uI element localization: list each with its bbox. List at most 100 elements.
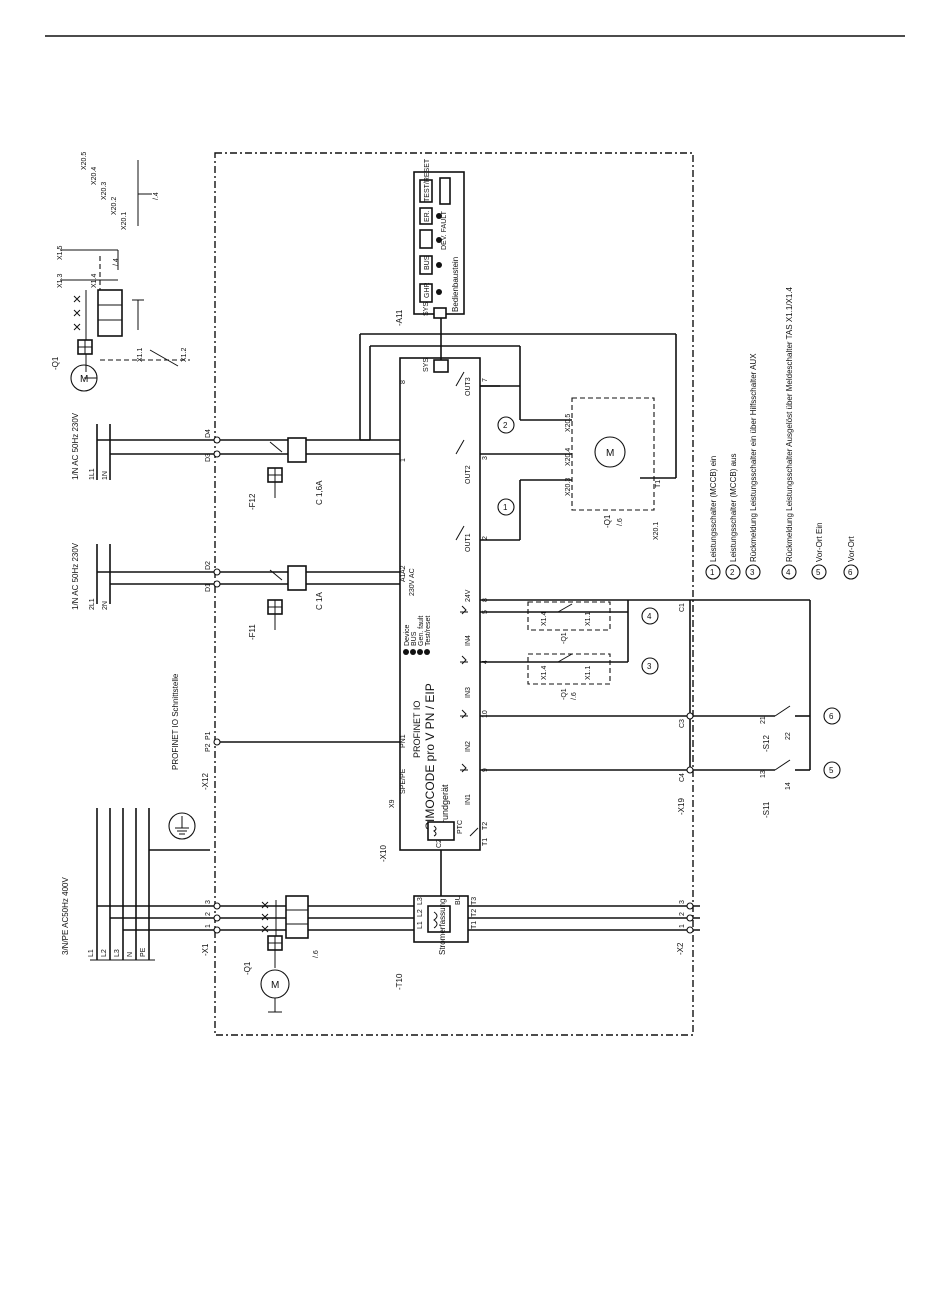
svg-text:6: 6 <box>829 712 834 721</box>
svg-text:X20.4: X20.4 <box>91 167 98 185</box>
svg-text:D3: D3 <box>205 453 212 462</box>
current-measuring-t10: Stromerfassung -T10 BU L3 L2 L1 T3 T2 T1 <box>395 850 478 990</box>
svg-text:X1.4: X1.4 <box>91 273 98 288</box>
svg-text:Test/reset: Test/reset <box>425 616 432 646</box>
svg-text:GHR: GHR <box>424 282 431 298</box>
svg-text:-F12: -F12 <box>248 493 257 510</box>
legend-item-2: 2 Leistungsschalter (MCCB) aus <box>725 454 741 580</box>
svg-text:OUT1: OUT1 <box>465 533 472 552</box>
svg-text:X20.3: X20.3 <box>101 182 108 200</box>
svg-text:1N: 1N <box>102 471 109 480</box>
input-circuits: X1.4 X1.1 4 X1.4 X1.1 -Q1 /.6 -Q1 3 -S12… <box>480 599 841 818</box>
svg-text:PN1: PN1 <box>400 734 407 748</box>
svg-text:2N: 2N <box>102 601 109 610</box>
svg-text:P2: P2 <box>205 743 212 752</box>
basic-unit-title: SIMOCODE pro V PN / EIP <box>423 683 437 830</box>
svg-text:24V: 24V <box>465 589 472 602</box>
svg-text:5: 5 <box>829 766 834 775</box>
svg-text:/.6: /.6 <box>571 692 578 700</box>
svg-text:Gen. fault: Gen. fault <box>418 616 425 646</box>
svg-text:2: 2 <box>482 536 489 540</box>
svg-text:10: 10 <box>482 710 489 718</box>
svg-text:7: 7 <box>482 378 489 382</box>
svg-text:3: 3 <box>205 900 212 904</box>
svg-text:3: 3 <box>679 900 686 904</box>
x20-terminal-list: X20.1 X20.2 X20.3 X20.4 X20.5 /.4 <box>81 152 160 230</box>
legend: 1 Leistungsschalter (MCCB) ein 2 Leistun… <box>705 286 859 580</box>
svg-text:Device: Device <box>404 624 411 646</box>
svg-text:T3: T3 <box>471 897 478 905</box>
svg-text:2: 2 <box>205 912 212 916</box>
control-supply-f12: -F12 C 1,6A D4 D3 <box>96 333 677 510</box>
svg-text:A2: A2 <box>400 565 407 574</box>
svg-text:4: 4 <box>786 568 791 577</box>
svg-text:C 1A: C 1A <box>315 592 324 610</box>
terminal-x2: -X2 3 2 1 <box>676 900 694 955</box>
svg-text:-Q1: -Q1 <box>51 356 60 370</box>
control-supply-f11: -F11 C 1A D2 D1 <box>96 544 400 640</box>
svg-text:OUT2: OUT2 <box>465 465 472 484</box>
svg-text:21: 21 <box>760 716 767 724</box>
svg-text:X20.3: X20.3 <box>565 478 572 496</box>
ctrl1-label-group: 1/N AC 50Hz 230V <box>71 412 80 480</box>
svg-text:X1.5: X1.5 <box>57 245 64 260</box>
svg-text:X9: X9 <box>389 799 396 808</box>
svg-text:1: 1 <box>679 924 686 928</box>
svg-text:PROFINET IO: PROFINET IO <box>412 701 422 758</box>
svg-text:SYS: SYS <box>423 302 430 316</box>
svg-text:L3: L3 <box>114 949 121 957</box>
svg-text:Leistungsschalter (MCCB) aus: Leistungsschalter (MCCB) aus <box>729 454 738 562</box>
svg-text:SPE/PE: SPE/PE <box>400 768 407 794</box>
main-supply-label-group: 3/N/PE AC50Hz 400V <box>61 877 70 955</box>
svg-text:-A11: -A11 <box>395 309 404 326</box>
profinet-x12: -X12 P2 P1 PROFINET IO Schnittstelle <box>171 673 400 790</box>
svg-text:BU: BU <box>455 895 462 905</box>
svg-text:OUT3: OUT3 <box>465 377 472 396</box>
svg-text:-X19: -X19 <box>677 798 686 815</box>
svg-text:SYS: SYS <box>423 358 430 372</box>
svg-text:X1.1: X1.1 <box>585 665 592 680</box>
svg-text:T1: T1 <box>655 480 662 488</box>
svg-text:X1.4: X1.4 <box>541 665 548 680</box>
svg-text:T2: T2 <box>482 822 489 830</box>
svg-text:-Q1: -Q1 <box>603 514 612 528</box>
svg-text:-S12: -S12 <box>762 735 771 752</box>
cabinet-boundary <box>214 152 694 1036</box>
legend-item-1: 1 Leistungsschalter (MCCB) ein <box>705 456 721 580</box>
svg-text:D2: D2 <box>205 561 212 570</box>
simocode-basic-unit <box>399 357 481 851</box>
svg-text:ER.: ER. <box>424 210 431 222</box>
ctrl2-conductor-labels: 2L1 2N <box>89 598 109 610</box>
breaker-q1-top: M -Q1 X1.1 X1.2 X1.4 X1.5 X1.3 /.4 <box>51 245 190 392</box>
svg-text:1/N AC 50Hz 230V: 1/N AC 50Hz 230V <box>71 412 80 480</box>
svg-text:Vor-Ort: Vor-Ort <box>847 535 856 562</box>
svg-text:IN2: IN2 <box>465 741 472 752</box>
svg-text:-Q1: -Q1 <box>561 688 568 700</box>
terminal-x1: -X1 3 2 1 <box>201 900 221 956</box>
svg-text:-T10: -T10 <box>395 973 404 990</box>
ctrl2-label-group: 1/N AC 50Hz 230V <box>71 542 80 610</box>
svg-text:PTC: PTC <box>457 820 464 834</box>
svg-text:-Q1: -Q1 <box>243 961 252 975</box>
svg-text:M: M <box>80 374 88 385</box>
svg-text:IN3: IN3 <box>465 687 472 698</box>
svg-text:2: 2 <box>503 421 508 430</box>
legend-item-3: 3 Rückmeldung Leistungsschalter ein über… <box>745 353 761 580</box>
svg-text:3: 3 <box>750 568 755 577</box>
legend-item-6: 6 Vor-Ort <box>843 535 859 580</box>
svg-text:DEV. FAULT: DEV. FAULT <box>441 210 448 250</box>
svg-text:8: 8 <box>400 380 407 384</box>
svg-text:A1: A1 <box>400 573 407 582</box>
svg-text:2: 2 <box>730 568 735 577</box>
svg-text:C2: C2 <box>436 839 443 848</box>
svg-text:D1: D1 <box>205 583 212 592</box>
svg-text:4: 4 <box>647 612 652 621</box>
svg-text:2L1: 2L1 <box>89 598 96 610</box>
svg-text:X1.1: X1.1 <box>585 611 592 626</box>
svg-text:X20.2: X20.2 <box>111 197 118 215</box>
svg-text:C 1,6A: C 1,6A <box>315 480 324 505</box>
svg-text:-S11: -S11 <box>762 801 771 818</box>
svg-text:T2: T2 <box>471 909 478 917</box>
svg-text:X20.1: X20.1 <box>121 212 128 230</box>
svg-text:X20.1: X20.1 <box>653 522 660 540</box>
